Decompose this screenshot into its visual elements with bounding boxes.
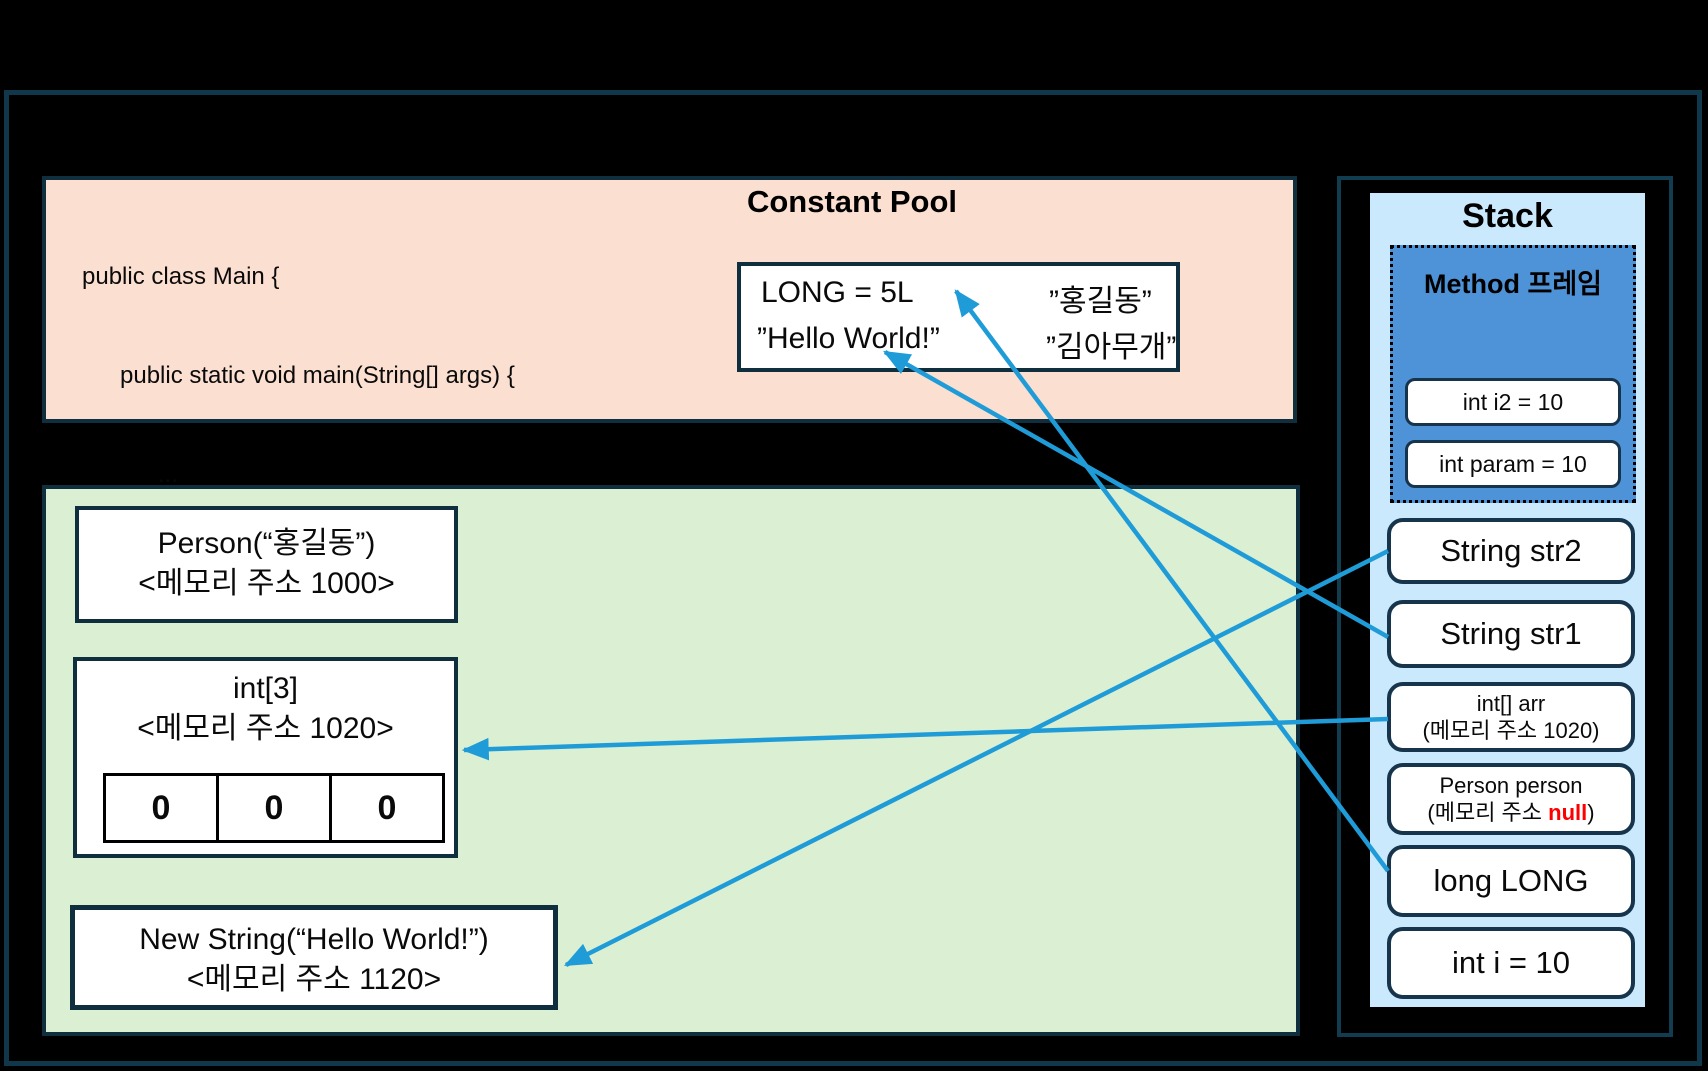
constant-pool-hello-entry: ”Hello World!” bbox=[757, 322, 940, 355]
code-line: ... bbox=[158, 461, 179, 488]
heap-string-title: New String(“Hello World!”) bbox=[139, 923, 489, 956]
stack-item-int-arr: int[] arr (메모리 주소 1020) bbox=[1387, 682, 1635, 752]
code-line: public static void main(String[] args) { bbox=[120, 362, 515, 389]
stack-item-sublabel: (메모리 주소 1020) bbox=[1422, 718, 1600, 743]
constant-pool-box: LONG = 5L ”Hello World!” ”홍길동” ”김아무개” bbox=[737, 262, 1180, 372]
heap-string-object: New String(“Hello World!”) <메모리 주소 1120> bbox=[70, 905, 558, 1010]
heap-string-address: <메모리 주소 1120> bbox=[186, 963, 442, 996]
stack-item-str2: String str2 bbox=[1387, 518, 1635, 584]
constant-pool-hong-entry: ”홍길동” bbox=[1049, 285, 1152, 318]
array-cell: 0 bbox=[216, 773, 332, 843]
stack-item-sublabel: (메모리 주소 null) bbox=[1427, 799, 1594, 826]
array-cell: 0 bbox=[329, 773, 445, 843]
constant-pool-long-entry: LONG = 5L bbox=[761, 276, 914, 309]
method-frame-title: Method 프레임 bbox=[1424, 269, 1602, 299]
stack-item-label: Person person bbox=[1439, 773, 1583, 798]
heap-array-object: int[3] <메모리 주소 1020> 0 0 0 bbox=[73, 657, 458, 858]
stack-item-str1: String str1 bbox=[1387, 600, 1635, 668]
stack-item-person: Person person (메모리 주소 null) bbox=[1387, 763, 1635, 835]
constant-pool-title: Constant Pool bbox=[746, 184, 958, 219]
stack-title: Stack bbox=[1462, 197, 1553, 235]
stack-var-i2: int i2 = 10 bbox=[1405, 378, 1621, 426]
method-frame: Method 프레임 int i2 = 10 int param = 10 bbox=[1390, 245, 1636, 503]
stack-item-long-long: long LONG bbox=[1387, 845, 1635, 917]
code-line: public class Main { bbox=[82, 263, 280, 290]
stack-item-label: int[] arr bbox=[1476, 691, 1546, 716]
stack-item-int-i: int i = 10 bbox=[1387, 927, 1635, 999]
heap-array-title: int[3] bbox=[232, 672, 299, 705]
stack-var-param: int param = 10 bbox=[1405, 440, 1621, 488]
heap-person-address: <메모리 주소 1000> bbox=[138, 567, 395, 600]
array-cell: 0 bbox=[103, 773, 219, 843]
stack-item-label: long LONG bbox=[1433, 863, 1589, 898]
constant-pool-kim-entry: ”김아무개” bbox=[1046, 331, 1177, 364]
stack-item-label: int i = 10 bbox=[1451, 945, 1571, 980]
address-suffix: ) bbox=[1587, 800, 1595, 825]
heap-person-title: Person(“홍길동”) bbox=[157, 527, 376, 560]
stack-item-label: String str2 bbox=[1440, 533, 1582, 568]
null-value: null bbox=[1548, 800, 1588, 825]
heap-array-cells: 0 0 0 bbox=[103, 773, 445, 843]
address-prefix: (메모리 주소 bbox=[1427, 800, 1549, 825]
heap-person-object: Person(“홍길동”) <메모리 주소 1000> bbox=[75, 506, 458, 623]
heap-array-address: <메모리 주소 1020> bbox=[137, 712, 394, 745]
stack-item-label: String str1 bbox=[1440, 616, 1582, 651]
